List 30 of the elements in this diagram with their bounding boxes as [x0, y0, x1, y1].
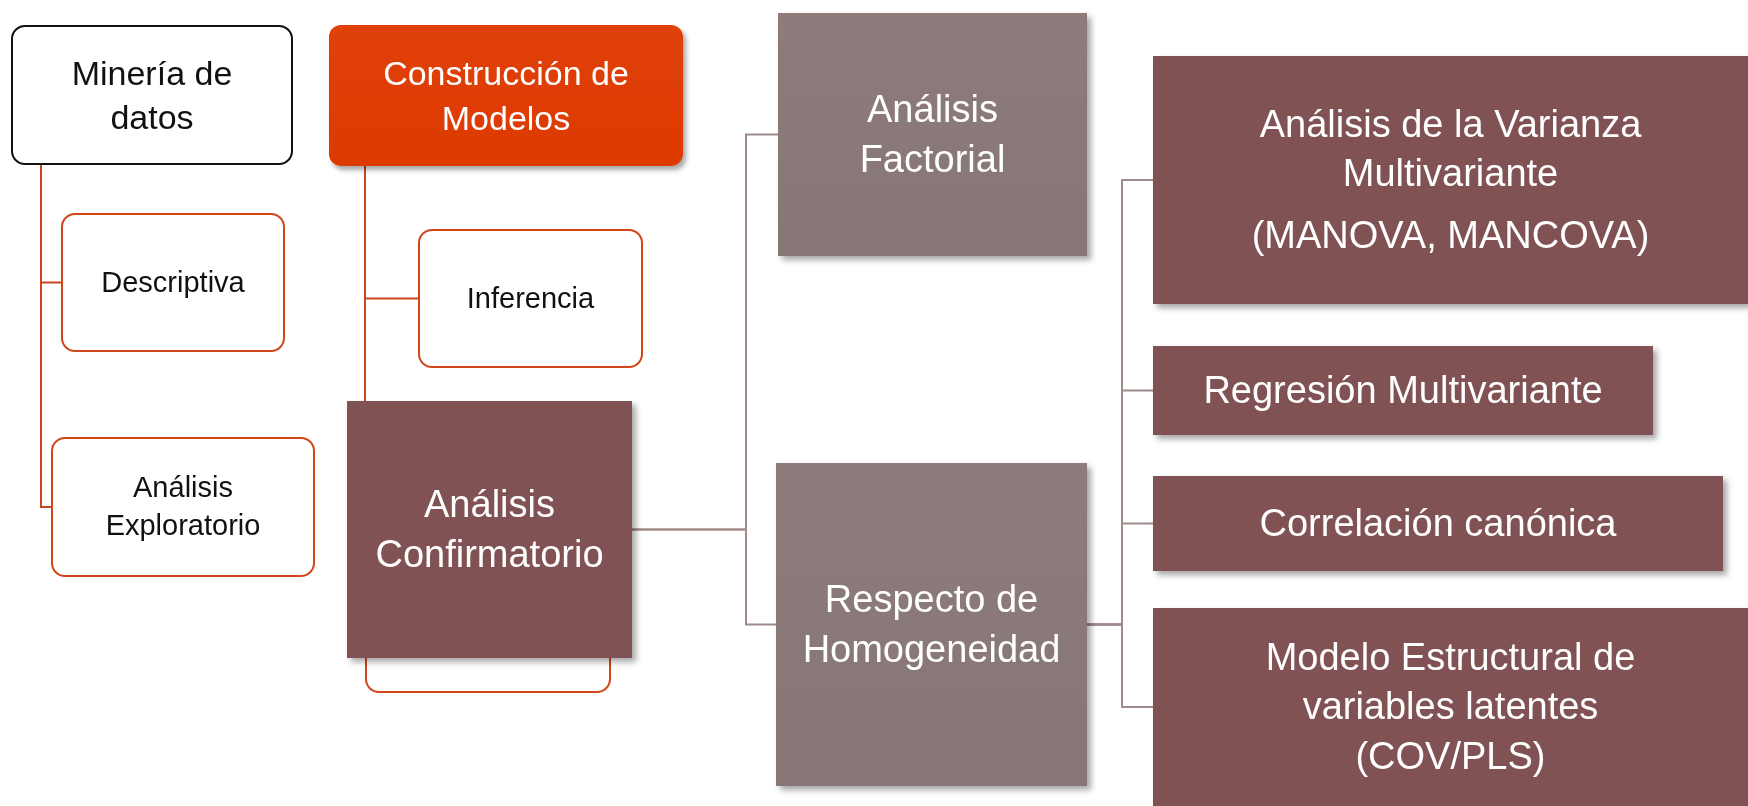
node-label: Análisis de la Varianza Multivariante [1258, 101, 1643, 197]
node-label: Análisis Confirmatorio [374, 482, 605, 577]
node-label: Modelo Estructural de variables latentes (COV/PLS) [1264, 634, 1637, 779]
filled-box [329, 25, 683, 166]
filled-box [776, 463, 1087, 786]
connector-line [631, 528, 777, 626]
outline-box [51, 437, 315, 577]
node-label: Construcción de Modelos [382, 53, 630, 139]
node-label: Correlación canónica [1259, 500, 1617, 546]
connector-line [364, 165, 366, 402]
empty-box [365, 658, 611, 693]
outline-box [61, 213, 285, 352]
outline-box [418, 229, 643, 368]
outline-box [11, 25, 293, 165]
filled-box [1153, 56, 1748, 304]
node-label: Análisis Factorial [858, 87, 1007, 182]
node-label: Descriptiva [101, 264, 245, 300]
filled-box [1153, 346, 1653, 435]
filled-box [1153, 476, 1723, 571]
node-label: Regresión Multivariante [1203, 367, 1603, 413]
filled-box [1153, 608, 1748, 806]
connector-line [40, 164, 52, 508]
connector-line [1086, 623, 1154, 708]
node-label: Minería de datos [70, 52, 234, 138]
node-label: Respecto de Homogeneidad [801, 577, 1062, 672]
node-label: (MANOVA, MANCOVA) [1251, 212, 1650, 258]
filled-box [778, 13, 1087, 256]
node-label: Análisis Exploratorio [104, 470, 262, 543]
filled-box [347, 401, 632, 658]
node-label: Inferencia [466, 280, 595, 316]
